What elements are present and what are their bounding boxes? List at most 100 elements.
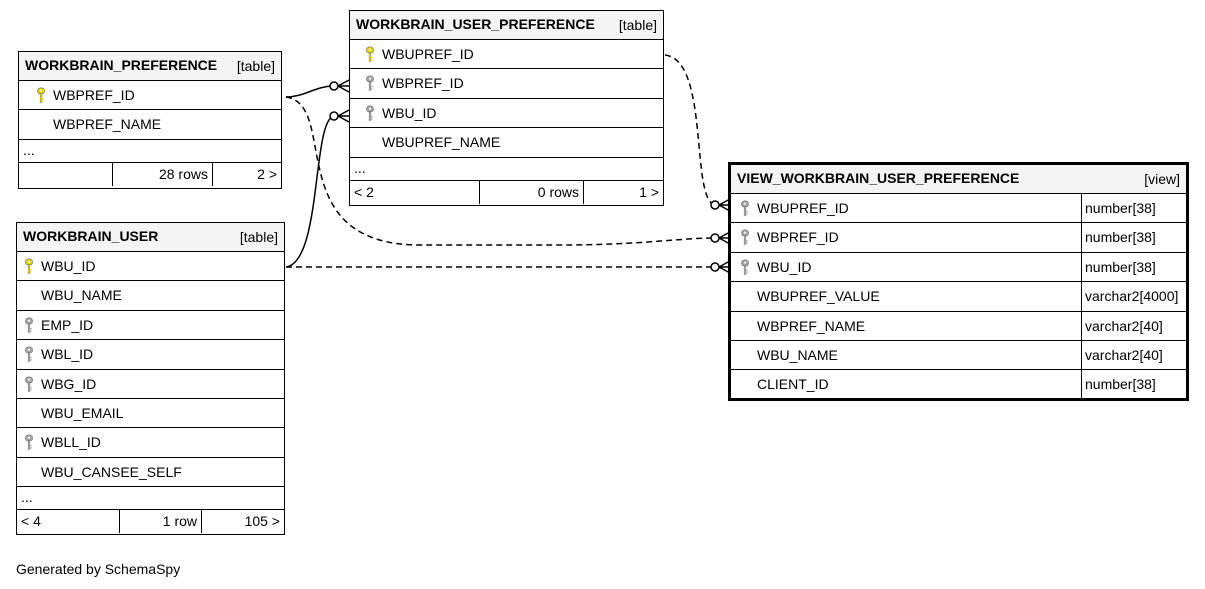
column-row[interactable]: WBUPREF_NAME bbox=[350, 128, 663, 158]
column-type: number[38] bbox=[1081, 223, 1186, 252]
edge-crowfoot-marker bbox=[337, 79, 350, 93]
column-row[interactable]: WBU_EMAIL bbox=[17, 399, 284, 429]
foreign-key-icon bbox=[365, 75, 375, 93]
column-row[interactable]: WBPREF_NAME bbox=[19, 110, 281, 140]
column-name: WBU_NAME bbox=[41, 287, 122, 304]
column-list: WBPREF_ID WBPREF_NAME bbox=[19, 81, 281, 140]
column-type: number[38] bbox=[1081, 194, 1186, 223]
table-footer: < 4 1 row 105 > bbox=[17, 510, 284, 534]
column-row[interactable]: WBG_ID bbox=[17, 370, 284, 399]
edge-optional-marker bbox=[710, 200, 720, 210]
foreign-key-icon bbox=[24, 346, 34, 364]
column-type: varchar2[40] bbox=[1081, 340, 1186, 370]
column-name: WBL_ID bbox=[41, 346, 94, 363]
column-row[interactable]: WBU_NAME bbox=[17, 281, 284, 311]
column-name: EMP_ID bbox=[41, 316, 94, 333]
row-count: 1 row bbox=[120, 510, 202, 534]
column-row[interactable]: WBL_ID bbox=[17, 340, 284, 370]
table-header: VIEW_WORKBRAIN_USER_PREFERENCE [view] bbox=[731, 165, 1186, 194]
foreign-key-icon bbox=[740, 200, 750, 218]
edge-user-to-userpref bbox=[285, 115, 335, 268]
column-name: WBU_NAME bbox=[757, 346, 838, 363]
column-row[interactable]: WBU_ID number[38] bbox=[731, 252, 1186, 283]
edge-optional-marker bbox=[710, 233, 720, 243]
view-workbrain-user-preference[interactable]: VIEW_WORKBRAIN_USER_PREFERENCE [view] WB… bbox=[728, 162, 1189, 401]
column-list: WBU_ID WBU_NAME EMP_ID WBL_ID WBG_ID WBU_EMAI… bbox=[17, 252, 284, 488]
table-kind: [view] bbox=[1144, 171, 1180, 187]
column-type: number[38] bbox=[1081, 370, 1186, 399]
edge-userpref-to-view bbox=[664, 54, 716, 206]
table-header: WORKBRAIN_USER [table] bbox=[17, 223, 284, 252]
column-row[interactable]: WBUPREF_ID bbox=[350, 40, 663, 70]
generated-by-credit: Generated by SchemaSpy bbox=[16, 561, 181, 577]
column-row[interactable]: EMP_ID bbox=[17, 311, 284, 341]
column-row[interactable]: WBLL_ID bbox=[17, 428, 284, 458]
column-row[interactable]: WBU_ID bbox=[350, 99, 663, 129]
column-row[interactable]: WBPREF_NAME varchar2[40] bbox=[731, 311, 1186, 341]
primary-key-icon bbox=[365, 46, 375, 64]
column-name: WBPREF_ID bbox=[757, 229, 839, 246]
table-kind: [table] bbox=[618, 17, 657, 33]
edge-pref-to-userpref bbox=[285, 85, 335, 98]
column-name: WBPREF_ID bbox=[382, 75, 464, 92]
table-footer: 28 rows 2 > bbox=[19, 162, 281, 186]
column-row[interactable]: CLIENT_ID number[38] bbox=[731, 370, 1186, 400]
column-name: WBUPREF_ID bbox=[382, 46, 474, 62]
child-count[interactable]: 1 > bbox=[639, 183, 659, 200]
table-kind: [table] bbox=[236, 58, 275, 74]
column-row[interactable]: WBU_CANSEE_SELF bbox=[17, 458, 284, 488]
column-name: WBU_ID bbox=[757, 258, 812, 275]
table-name: WORKBRAIN_USER bbox=[23, 228, 159, 244]
column-row[interactable]: WBPREF_ID bbox=[350, 69, 663, 99]
foreign-key-icon bbox=[24, 434, 34, 452]
column-name: WBU_ID bbox=[382, 104, 437, 121]
foreign-key-icon bbox=[740, 229, 750, 247]
parent-count[interactable] bbox=[19, 162, 113, 186]
primary-key-icon bbox=[24, 258, 34, 276]
edge-crowfoot-marker bbox=[337, 109, 350, 123]
column-name: WBLL_ID bbox=[41, 434, 101, 451]
row-count: 0 rows bbox=[480, 180, 584, 204]
table-header: WORKBRAIN_USER_PREFERENCE [table] bbox=[350, 11, 663, 40]
edge-optional-marker bbox=[710, 262, 720, 272]
parent-count[interactable]: < 2 bbox=[350, 180, 480, 204]
column-name: WBPREF_ID bbox=[53, 87, 135, 103]
column-name: WBUPREF_ID bbox=[757, 200, 849, 216]
edge-pref-to-view bbox=[285, 96, 716, 246]
table-workbrain-user-preference[interactable]: WORKBRAIN_USER_PREFERENCE [table] WBUPRE… bbox=[349, 10, 664, 206]
column-name: WBU_CANSEE_SELF bbox=[41, 463, 182, 480]
table-name: VIEW_WORKBRAIN_USER_PREFERENCE bbox=[737, 170, 1020, 186]
more-columns-ellipsis: ... bbox=[17, 487, 284, 511]
table-kind: [table] bbox=[239, 229, 278, 245]
child-count[interactable]: 2 > bbox=[257, 165, 277, 182]
column-list: WBUPREF_ID WBPREF_ID WBU_ID WBUPREF_NAME bbox=[350, 40, 663, 158]
column-name: WBU_EMAIL bbox=[41, 404, 124, 421]
column-name: WBPREF_NAME bbox=[757, 317, 866, 334]
column-name: WBUPREF_VALUE bbox=[757, 288, 880, 305]
table-name: WORKBRAIN_USER_PREFERENCE bbox=[356, 16, 595, 32]
table-workbrain-user[interactable]: WORKBRAIN_USER [table] WBU_ID WBU_NAME EMP… bbox=[16, 222, 285, 535]
table-footer: < 2 0 rows 1 > bbox=[350, 180, 663, 204]
column-row[interactable]: WBUPREF_VALUE varchar2[4000] bbox=[731, 282, 1186, 312]
column-row[interactable]: WBPREF_ID number[38] bbox=[731, 223, 1186, 253]
column-type: number[38] bbox=[1081, 252, 1186, 282]
foreign-key-icon bbox=[24, 317, 34, 335]
child-count[interactable]: 105 > bbox=[244, 513, 280, 530]
column-name: WBG_ID bbox=[41, 375, 97, 392]
column-name: CLIENT_ID bbox=[757, 376, 829, 393]
more-columns-ellipsis: ... bbox=[350, 158, 663, 181]
primary-key-icon bbox=[36, 87, 46, 105]
column-row[interactable]: WBPREF_ID bbox=[19, 81, 281, 111]
column-row[interactable]: WBUPREF_ID number[38] bbox=[731, 194, 1186, 224]
column-type: varchar2[40] bbox=[1081, 311, 1186, 340]
column-row[interactable]: WBU_ID bbox=[17, 252, 284, 282]
column-type: varchar2[4000] bbox=[1081, 282, 1186, 311]
column-row[interactable]: WBU_NAME varchar2[40] bbox=[731, 340, 1186, 371]
column-name: WBU_ID bbox=[41, 258, 96, 274]
foreign-key-icon bbox=[365, 105, 375, 123]
edge-optional-marker bbox=[329, 111, 339, 121]
parent-count[interactable]: < 4 bbox=[17, 510, 120, 534]
